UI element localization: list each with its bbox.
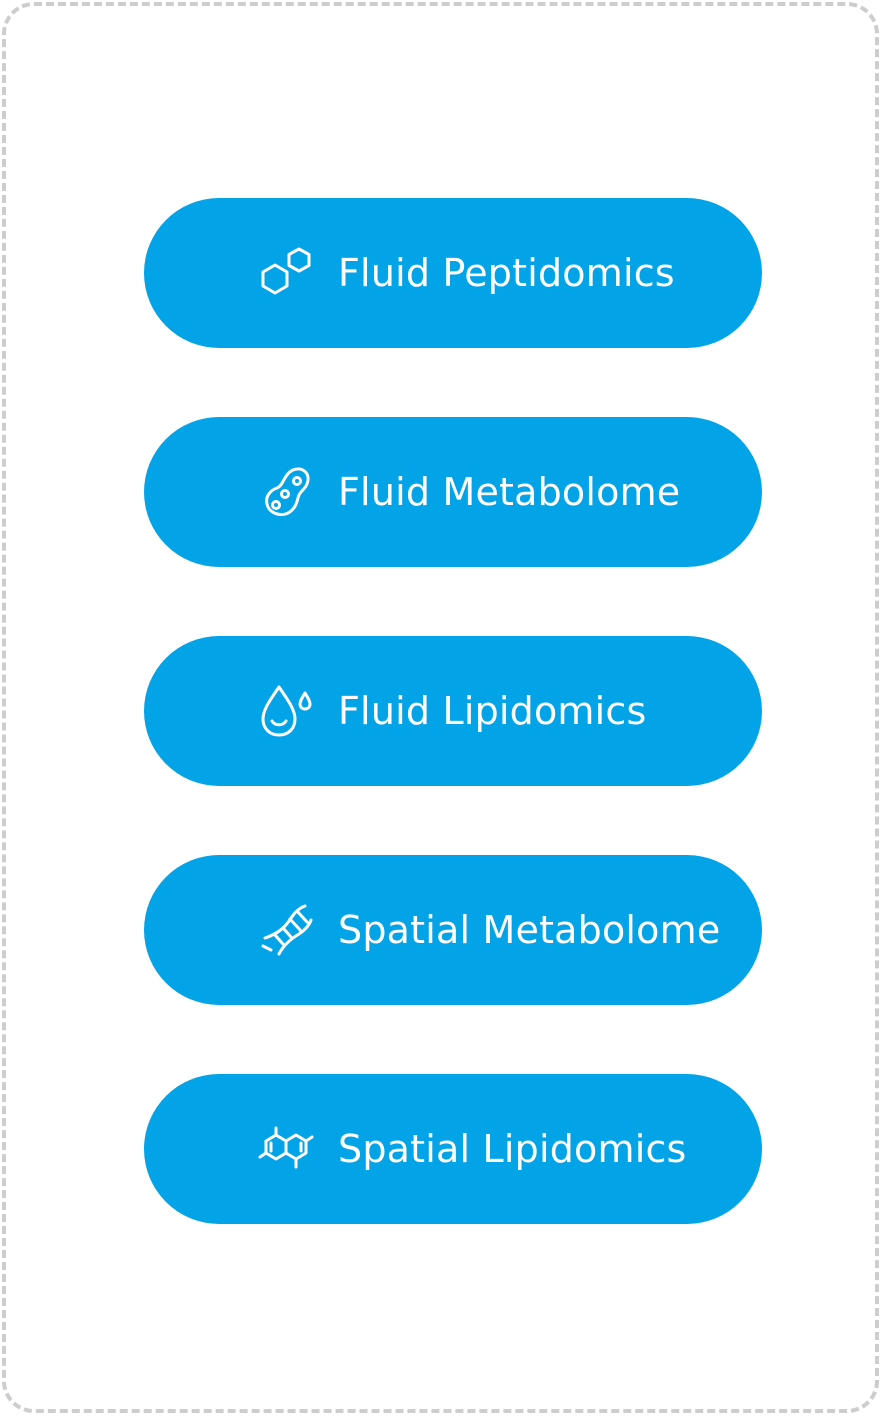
- button-label: Spatial Metabolome: [338, 908, 721, 952]
- droplet-icon: [257, 683, 317, 739]
- spatial-metabolome-button[interactable]: Spatial Metabolome: [144, 855, 762, 1005]
- button-label: Fluid Peptidomics: [338, 251, 675, 295]
- fluid-metabolome-button[interactable]: Fluid Metabolome: [144, 417, 762, 567]
- spatial-lipidomics-button[interactable]: Spatial Lipidomics: [144, 1074, 762, 1224]
- hexagon-molecule-icon: [257, 245, 317, 301]
- cell-icon: [257, 464, 317, 520]
- button-label: Spatial Lipidomics: [338, 1127, 687, 1171]
- fluid-lipidomics-button[interactable]: Fluid Lipidomics: [144, 636, 762, 786]
- button-label: Fluid Lipidomics: [338, 689, 647, 733]
- button-label: Fluid Metabolome: [338, 470, 681, 514]
- dna-icon: [257, 902, 317, 958]
- benzene-ring-icon: [257, 1121, 317, 1177]
- fluid-peptidomics-button[interactable]: Fluid Peptidomics: [144, 198, 762, 348]
